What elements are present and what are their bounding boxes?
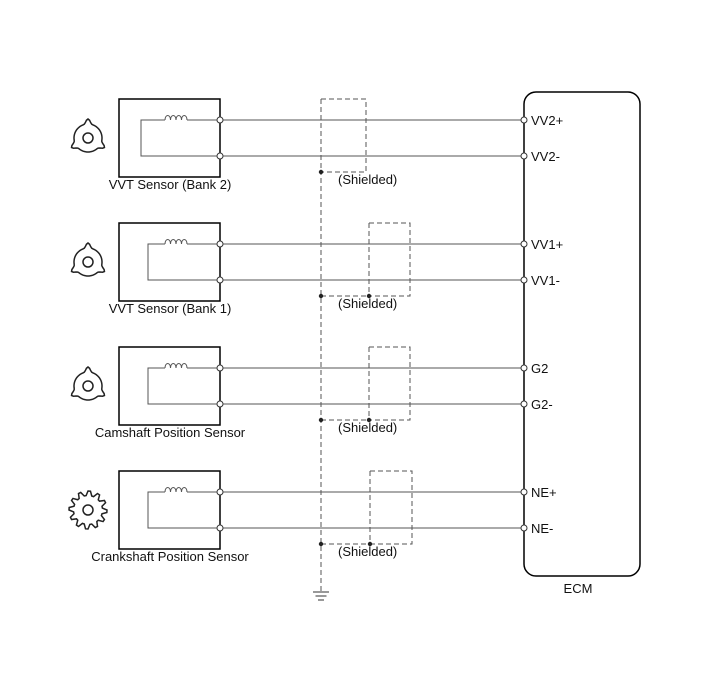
ecm-pin-label: G2 [531, 361, 548, 376]
sensor-loop [147, 243, 220, 281]
ground-junction [318, 169, 324, 175]
ground-junction [318, 417, 324, 423]
crank-gear-icon [68, 490, 108, 530]
ecm-terminal [520, 364, 528, 372]
sensor-terminal [216, 240, 224, 248]
ecm-pin-label: NE+ [531, 485, 557, 500]
ecm-label: ECM [564, 581, 593, 596]
shield-label: (Shielded) [338, 172, 397, 187]
ecm-pin-label: NE- [531, 521, 553, 536]
sensor-label: Crankshaft Position Sensor [91, 549, 249, 564]
coil-icon [164, 487, 188, 493]
sensor-label: VVT Sensor (Bank 2) [109, 177, 232, 192]
sensor-box [118, 98, 221, 178]
ground-icon [313, 591, 329, 601]
sensor-group: VVT Sensor (Bank 2) VV2+ VV2- (Shielded) [70, 98, 563, 192]
sensor-terminal [216, 152, 224, 160]
sensor-loop [140, 119, 220, 157]
ecm-pin-label: VV2+ [531, 113, 563, 128]
coil-icon [164, 115, 188, 121]
shield-label: (Shielded) [338, 296, 397, 311]
sensor-group: Crankshaft Position Sensor NE+ NE- (Shielde… [68, 470, 557, 564]
shield-outline [369, 222, 411, 297]
ecm-pin-label: VV2- [531, 149, 560, 164]
sensor-terminal [216, 400, 224, 408]
sensor-terminal [216, 116, 224, 124]
sensor-terminal [216, 364, 224, 372]
shield-junction [367, 541, 373, 547]
ecm-box [523, 91, 641, 577]
ecm-terminal [520, 488, 528, 496]
shield-outline [370, 470, 413, 545]
sensor-box [118, 222, 221, 302]
coil-icon [164, 239, 188, 245]
ecm-terminal [520, 276, 528, 284]
ecm-terminal [520, 400, 528, 408]
cam-rotor-icon [70, 242, 106, 277]
shield-label: (Shielded) [338, 544, 397, 559]
ecm-pin-label: G2- [531, 397, 553, 412]
sensor-terminal [216, 488, 224, 496]
ground-junction [318, 293, 324, 299]
shield-junction [366, 417, 372, 423]
sensor-loop [147, 491, 220, 529]
ecm-terminal [520, 240, 528, 248]
ecm-terminal [520, 524, 528, 532]
ecm-pin-label: VV1+ [531, 237, 563, 252]
sensor-label: Camshaft Position Sensor [95, 425, 246, 440]
shield-outline [369, 346, 411, 421]
cam-rotor-icon [70, 118, 106, 153]
cam-rotor-icon [70, 366, 106, 401]
shield-junction [366, 293, 372, 299]
sensor-box [118, 346, 221, 426]
shield-outline [320, 98, 367, 173]
sensor-loop [147, 367, 220, 405]
sensor-groups: VVT Sensor (Bank 2)VV2+VV2-(Shielded)VVT… [68, 98, 563, 564]
ecm-terminal [520, 152, 528, 160]
sensor-terminal [216, 524, 224, 532]
sensor-box [118, 470, 221, 550]
ground-junction [318, 541, 324, 547]
sensor-label: VVT Sensor (Bank 1) [109, 301, 232, 316]
shield-label: (Shielded) [338, 420, 397, 435]
ecm-pin-label: VV1- [531, 273, 560, 288]
sensor-group: VVT Sensor (Bank 1) VV1+ VV1- (Shielded) [70, 222, 563, 316]
sensor-terminal [216, 276, 224, 284]
ecm-terminal [520, 116, 528, 124]
coil-icon [164, 363, 188, 369]
